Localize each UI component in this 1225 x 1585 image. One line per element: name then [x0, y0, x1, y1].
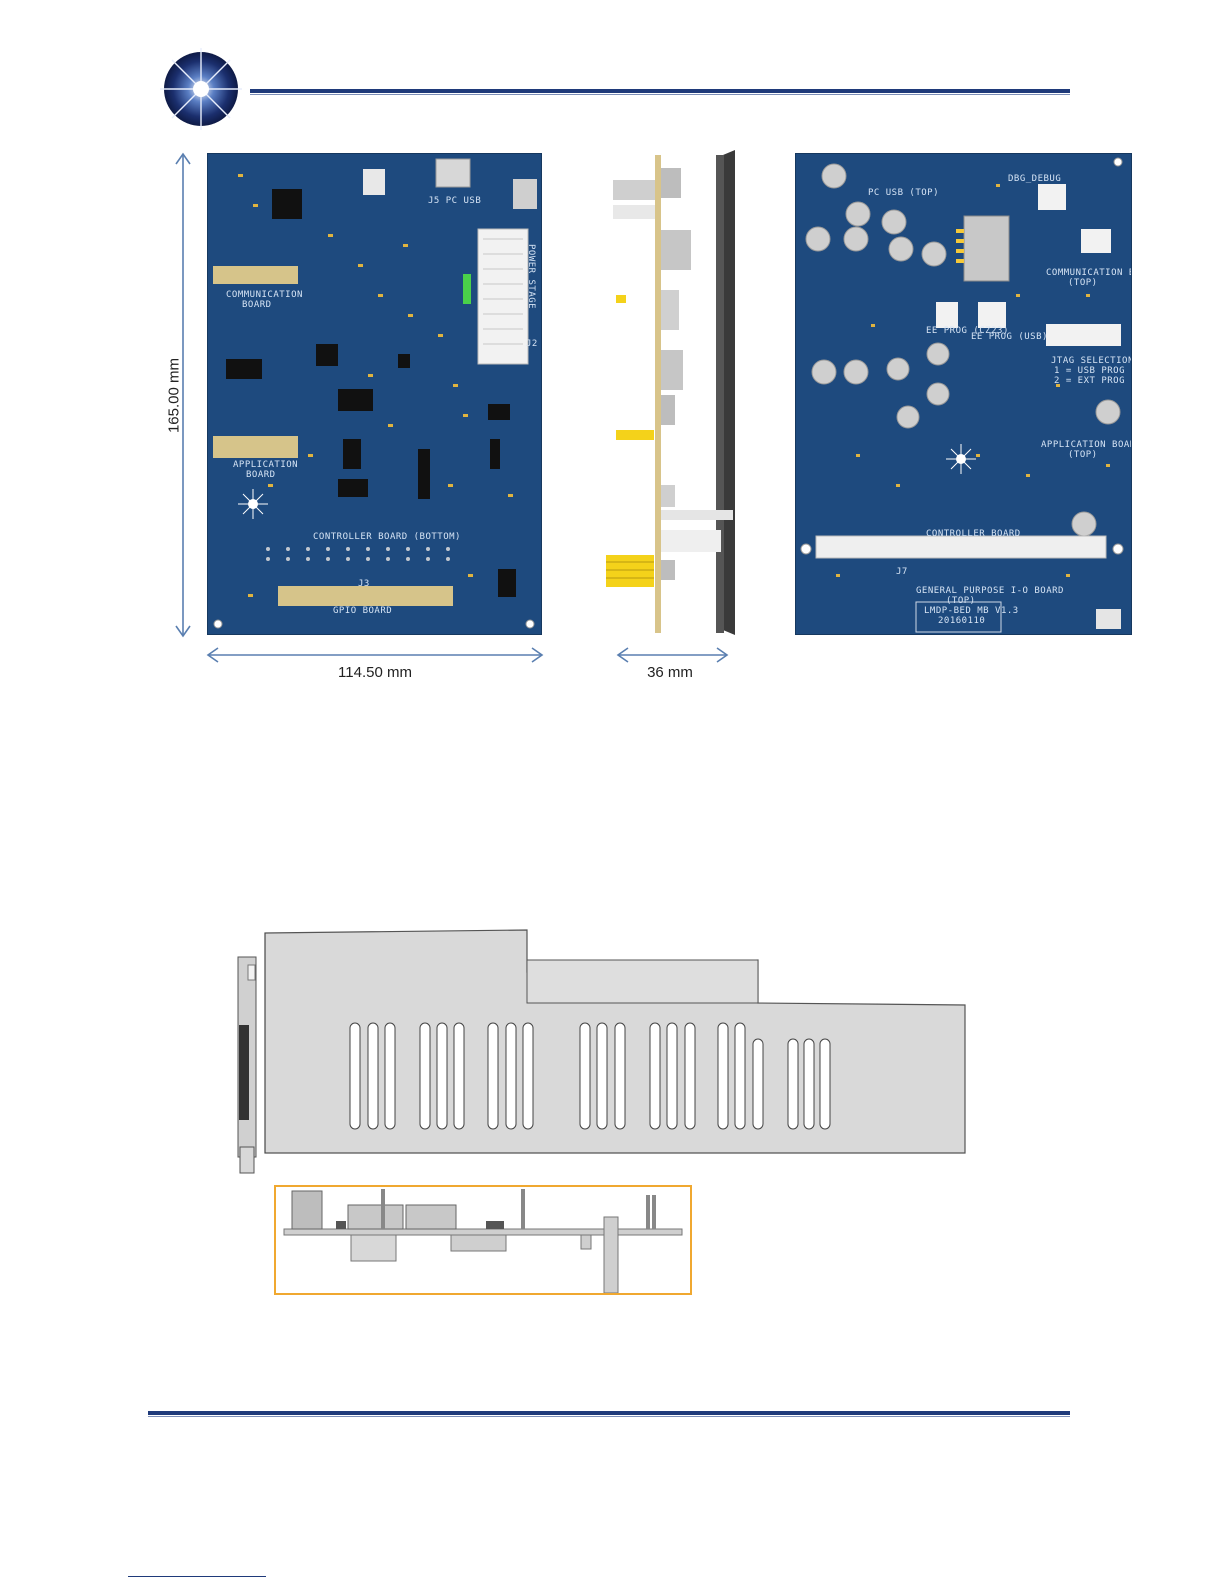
- gpio-board-label: GPIO BOARD: [333, 606, 393, 616]
- j7-label: J7: [896, 567, 908, 577]
- gpio-top-sub-label: (TOP): [946, 596, 976, 606]
- gpio-top-label: GENERAL PURPOSE I-O BOARD: [916, 586, 1064, 596]
- power-stage-label: POWER STAGE: [526, 244, 536, 310]
- pcb-bottom-view: COMMUNICATION BOARD APPLICATION BOARD CO…: [207, 153, 542, 635]
- app-board-label: APPLICATION: [233, 460, 299, 470]
- version-label: LMDP-BED MB V1.3: [924, 606, 1019, 616]
- header-rule-thin: [250, 94, 1070, 95]
- comm-board-label: COMMUNICATION: [226, 290, 303, 300]
- footnote-separator: [128, 1576, 266, 1577]
- app-board-sub-label: BOARD: [246, 470, 276, 480]
- app-board-top-sub-label: (TOP): [1068, 450, 1098, 460]
- enclosure-side-view: [237, 929, 966, 1174]
- header-rule: [250, 89, 1070, 93]
- depth-dimension-label: 36 mm: [647, 664, 693, 681]
- usb-label: J5 PC USB: [428, 196, 482, 206]
- height-dimension-arrow: [175, 152, 191, 638]
- j3-label: J3: [358, 579, 370, 589]
- ee-prog-label: EE PROG (CZ23): [926, 326, 1009, 336]
- company-logo-icon: [160, 48, 242, 130]
- controller-board-top-label: CONTROLLER BOARD: [926, 529, 1021, 539]
- jtag-option-2: 2 = EXT PROG: [1054, 376, 1126, 386]
- jtag-label: JTAG SELECTION: [1051, 356, 1132, 366]
- pcb-top-components: [800, 157, 1124, 633]
- pcb-side-view: [606, 150, 735, 635]
- pc-usb-top-label: PC USB (TOP): [868, 188, 940, 198]
- footer-rule: [148, 1411, 1070, 1415]
- depth-dimension-arrow: [616, 647, 729, 663]
- width-dimension-label: 114.50 mm: [338, 664, 412, 681]
- controller-board-label: CONTROLLER BOARD (BOTTOM): [313, 532, 461, 542]
- ee-prog2-label: EE PROG (USB): [971, 332, 1048, 342]
- width-dimension-arrow: [206, 647, 544, 663]
- pcb-bottom-components: [213, 158, 537, 629]
- j2-label: J2: [526, 339, 538, 349]
- date-label: 20160110: [938, 616, 986, 626]
- pcb-profile-highlight: [274, 1185, 692, 1295]
- jtag-option-1: 1 = USB PROG: [1054, 366, 1126, 376]
- pcb-profile-drawing: [283, 1189, 683, 1293]
- dbg-label: DBG_DEBUG: [1008, 174, 1062, 184]
- footer-rule-thin: [148, 1416, 1070, 1417]
- pcb-top-view: PC USB (TOP) DBG_DEBUG COMMUNICATION BOA…: [795, 153, 1132, 635]
- height-dimension-label: 165.00 mm: [165, 357, 183, 434]
- comm-board-sub-label: BOARD: [242, 300, 272, 310]
- comm-board-top-label: COMMUNICATION BOARD: [1046, 268, 1131, 278]
- app-board-top-label: APPLICATION BOARD: [1041, 440, 1132, 450]
- comm-board-top-sub-label: (TOP): [1068, 278, 1098, 288]
